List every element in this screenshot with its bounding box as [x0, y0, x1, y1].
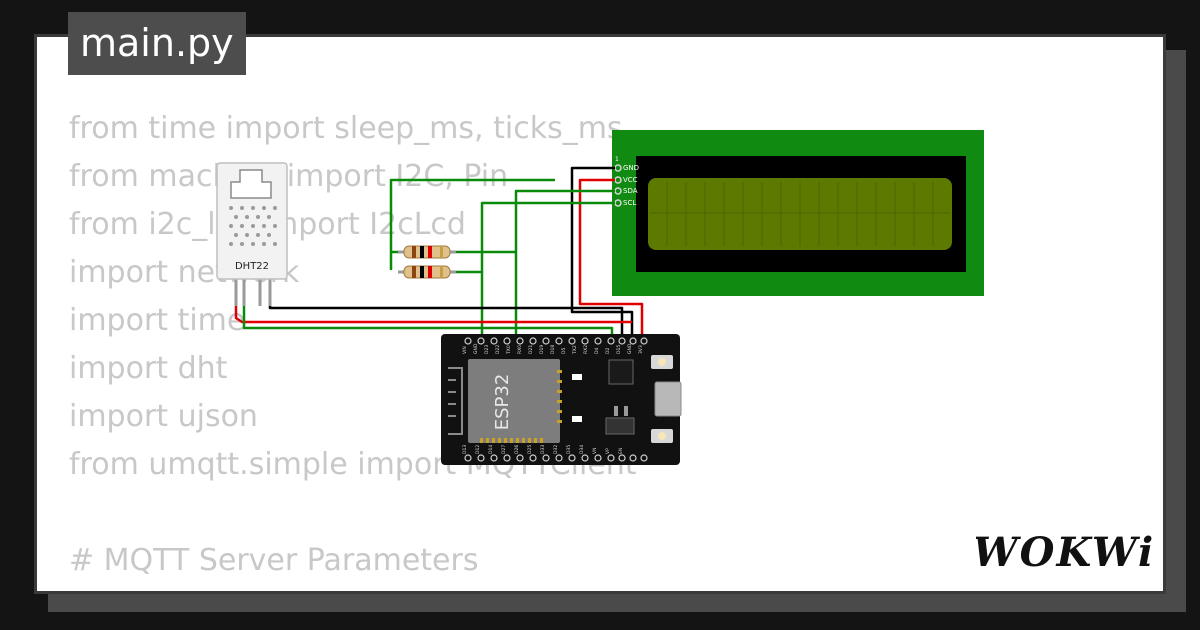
esp32-pin-label: D21 [528, 345, 534, 354]
esp32-pin-label: D19 [539, 345, 545, 354]
esp32-pin-label: 3V3 [638, 345, 644, 354]
esp32-pin-label: RX0 [517, 345, 523, 354]
esp32-pin-label: D15 [616, 345, 622, 354]
lcd-pin-scl: SCL [623, 199, 636, 207]
esp32-pin-label: GND [473, 343, 479, 354]
wokwi-logo-text: WOKWi [976, 529, 1152, 576]
dht22-vent-grid [229, 206, 277, 246]
esp32-pin-label: D13 [462, 445, 468, 454]
esp32-pin-label: RX2 [583, 345, 589, 354]
esp32-usb-port [654, 381, 682, 417]
esp32-top-pin-pads [464, 337, 648, 345]
esp32-pin-label: VN [592, 448, 598, 454]
esp32-antenna-trace [448, 367, 463, 435]
code-line: from machine import I2C, Pin [69, 159, 509, 194]
code-line: import time [69, 303, 246, 338]
lcd-char-grid [650, 182, 950, 246]
dht22-sensor[interactable]: DHT22 [216, 162, 288, 306]
lcd-pin-gnd: GND [623, 164, 639, 172]
esp32-pin-label: D35 [566, 445, 572, 454]
esp32-pin-label: D22 [495, 345, 501, 354]
wire-lcd-scl [480, 201, 615, 344]
dht22-notch [230, 169, 272, 199]
esp32-smd-part [572, 374, 582, 380]
code-line: import dht [69, 351, 228, 386]
esp32-pin-label: D12 [475, 445, 481, 454]
esp32-pin-label: D25 [527, 445, 533, 454]
esp32-pin-label: D33 [540, 445, 546, 454]
code-line: from i2c_lcd import I2cLcd [69, 207, 466, 242]
esp32-pin-label: GND [627, 343, 633, 354]
esp32-pin-label: D34 [579, 445, 585, 454]
esp32-smd-part [572, 416, 582, 422]
lcd-pin-vcc: VCC [623, 176, 638, 184]
code-line: # MQTT Server Parameters [69, 543, 479, 578]
esp32-pin-label: D14 [488, 445, 494, 454]
code-line: import ujson [69, 399, 258, 434]
lcd-pin-sda: SDA [623, 187, 638, 195]
code-line: from time import sleep_ms, ticks_ms [69, 111, 623, 146]
esp32-pin-label: VIN [462, 346, 468, 354]
esp32-pin-label: D23 [484, 345, 490, 354]
file-tab[interactable]: main.py [68, 12, 246, 75]
esp32-pin-label: D27 [501, 445, 507, 454]
lcd-pin-one-label: 1 [615, 156, 619, 163]
esp32-pin-label: D32 [553, 445, 559, 454]
wire-resistor-pullup-a [389, 178, 555, 252]
resistor-pullup-1[interactable] [398, 245, 456, 259]
esp32-usb-uart-chip [608, 359, 634, 385]
esp32-voltage-regulator [605, 417, 635, 435]
esp32-pin-label: D2 [605, 348, 611, 354]
esp32-pin-label: D26 [514, 445, 520, 454]
wire-lcd-sda [514, 189, 615, 344]
esp32-pin-label: TX0 [506, 345, 512, 355]
dht22-legs [234, 276, 272, 306]
esp32-pin-label: D4 [594, 348, 600, 354]
esp32-pin-label: VP [605, 448, 611, 454]
esp32-top-pin-labels: D13 D12 D14 D27 D26 D25 D33 D32 D35 D34 VN VP EN [462, 445, 624, 454]
wire-resistor-joint [389, 250, 398, 270]
esp32-chip-label: ESP32 [492, 374, 513, 431]
esp32-bottom-pin-pads [464, 454, 648, 462]
esp32-pin-label: D18 [550, 345, 556, 354]
esp32-bottom-pin-labels: VIN GND D23 D22 TX0 RX0 D21 D19 D18 D5 TX2 RX2 D4 D2 D… [462, 343, 644, 355]
dht22-label: DHT22 [235, 261, 269, 272]
esp32-pin-label: EN [618, 448, 624, 454]
esp32-module-castellations [480, 370, 562, 443]
esp32-pin-label: D5 [561, 348, 567, 354]
wire-lcd-vcc [578, 178, 644, 344]
esp32-module-shield [468, 359, 560, 443]
resistor-pullup-2[interactable] [398, 265, 456, 279]
lcd-display[interactable]: 1 GND VCC SDA SCL [612, 130, 984, 296]
wokwi-logo: WOKWi [976, 529, 1152, 576]
esp32-pin-label: TX2 [572, 345, 578, 355]
